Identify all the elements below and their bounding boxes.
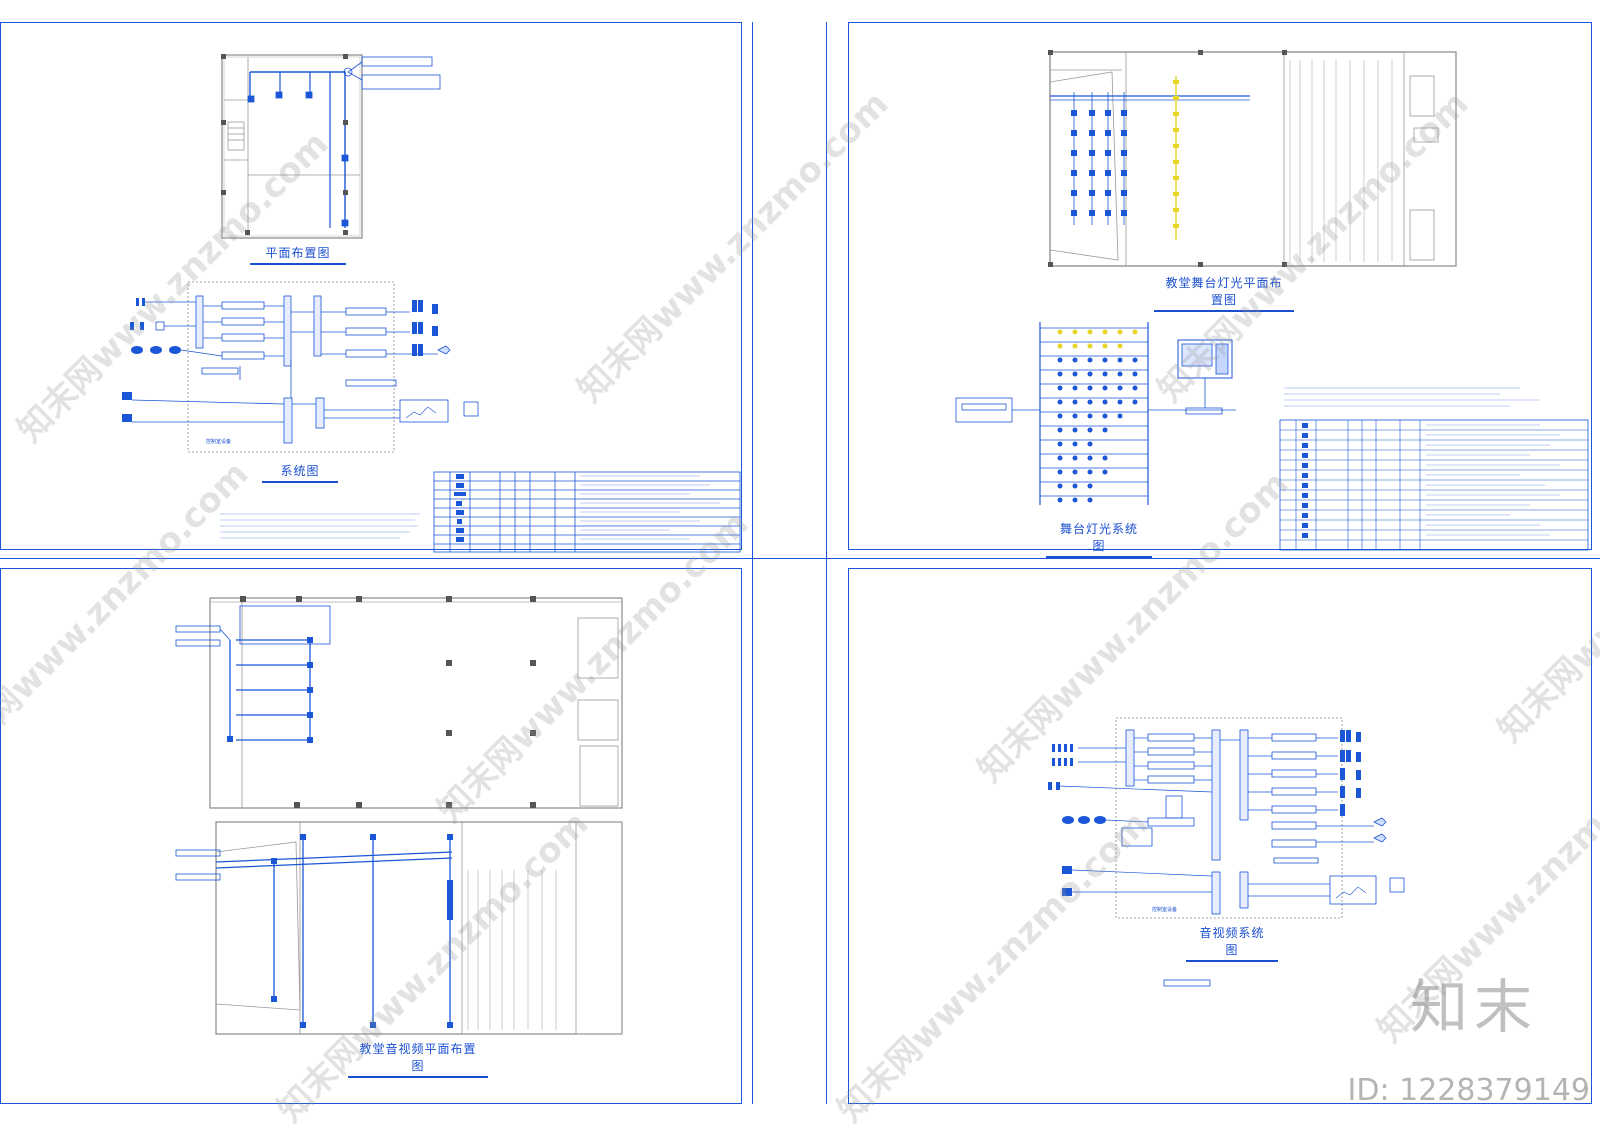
legend-table-top-left bbox=[220, 471, 741, 553]
legend-table-top-right bbox=[1279, 387, 1589, 551]
lighting-plan bbox=[1048, 50, 1457, 267]
av-plan-lower bbox=[175, 821, 623, 1035]
av-system-diagram bbox=[1048, 717, 1405, 987]
sheet-top-right bbox=[848, 22, 1592, 550]
sheet-bottom-left bbox=[0, 568, 742, 1104]
av-system-title: 音视频系统图 bbox=[1186, 924, 1278, 962]
lighting-plan-title: 教堂舞台灯光平面布置图 bbox=[1154, 274, 1294, 312]
sheet-divider-v-left bbox=[752, 22, 753, 1104]
brand-watermark: 知末 bbox=[1409, 973, 1538, 1041]
image-id-label: ID: 1228379149 bbox=[1347, 1073, 1590, 1108]
floorplan-small bbox=[221, 54, 441, 239]
system-diagram-title: 系统图 bbox=[262, 462, 338, 483]
control-room-label-bottom: 控制室设备 bbox=[1152, 907, 1178, 913]
av-plan-title: 教堂音视频平面布置图 bbox=[348, 1040, 488, 1078]
sheet-top-left bbox=[0, 22, 742, 550]
control-room-label-top: 控制室设备 bbox=[206, 439, 232, 445]
sheet-divider-h bbox=[0, 558, 1600, 559]
lighting-system-title: 舞台灯光系统图 bbox=[1046, 520, 1152, 558]
av-plan-upper bbox=[175, 596, 623, 809]
sheet-bottom-right bbox=[848, 568, 1592, 1104]
floorplan-title: 平面布置图 bbox=[250, 244, 346, 265]
lighting-system-diagram bbox=[955, 322, 1236, 505]
sheet-divider-v-right bbox=[826, 22, 827, 1104]
system-diagram-small bbox=[122, 281, 479, 453]
